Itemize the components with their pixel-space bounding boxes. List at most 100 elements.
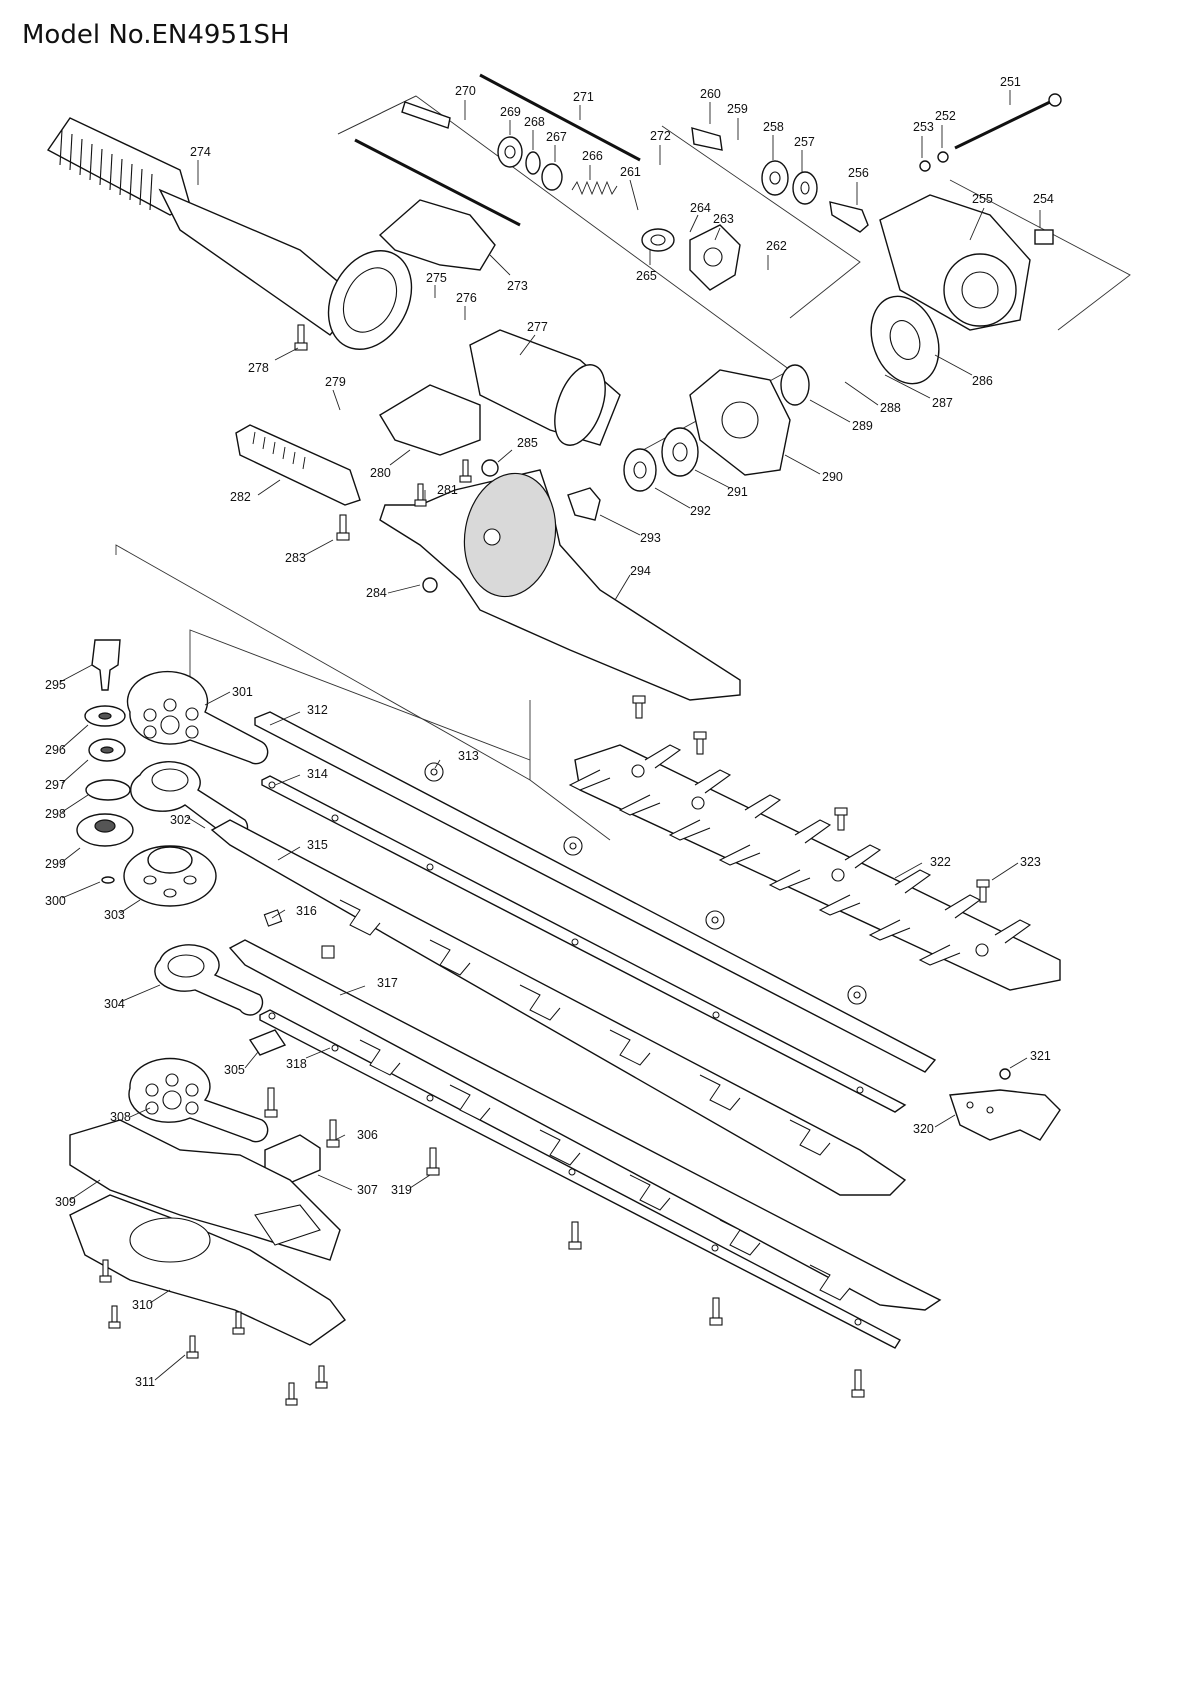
screw xyxy=(851,1369,865,1398)
part-number-297: 297 xyxy=(45,778,66,792)
part-number-261: 261 xyxy=(620,165,641,179)
part-number-301: 301 xyxy=(232,685,253,699)
part-number-322: 322 xyxy=(930,855,951,869)
part-number-287: 287 xyxy=(932,396,953,410)
part-number-320: 320 xyxy=(913,1122,934,1136)
part-number-314: 314 xyxy=(307,767,328,781)
part-number-292: 292 xyxy=(690,504,711,518)
part-number-255: 255 xyxy=(972,192,993,206)
part-number-257: 257 xyxy=(794,135,815,149)
nut xyxy=(847,985,867,1005)
part-number-317: 317 xyxy=(377,976,398,990)
part-number-259: 259 xyxy=(727,102,748,116)
part-number-298: 298 xyxy=(45,807,66,821)
part-number-283: 283 xyxy=(285,551,306,565)
part-number-303: 303 xyxy=(104,908,125,922)
part-number-265: 265 xyxy=(636,269,657,283)
part-labels: 251 252 253 254 255 256 257 258 259 260 … xyxy=(45,75,1054,1389)
part-number-263: 263 xyxy=(713,212,734,226)
part-number-304: 304 xyxy=(104,997,125,1011)
part-number-313: 313 xyxy=(458,749,479,763)
part-number-258: 258 xyxy=(763,120,784,134)
screw xyxy=(285,1382,298,1406)
part-number-253: 253 xyxy=(913,120,934,134)
part-number-289: 289 xyxy=(852,419,873,433)
part-number-311: 311 xyxy=(135,1375,155,1389)
part-number-282: 282 xyxy=(230,490,251,504)
fasteners xyxy=(99,324,990,1406)
screw xyxy=(709,1297,723,1326)
part-number-278: 278 xyxy=(248,361,269,375)
screw xyxy=(99,1259,112,1283)
part-number-294: 294 xyxy=(630,564,651,578)
blade-end-tip xyxy=(949,1068,1061,1141)
handle-assembly xyxy=(46,73,641,506)
screw xyxy=(232,1311,245,1335)
part-number-264: 264 xyxy=(690,201,711,215)
blade-set xyxy=(210,711,942,1349)
screw xyxy=(568,1221,582,1250)
part-number-267: 267 xyxy=(546,130,567,144)
part-number-290: 290 xyxy=(822,470,843,484)
part-number-280: 280 xyxy=(370,466,391,480)
screw xyxy=(264,1087,278,1118)
part-number-312: 312 xyxy=(307,703,328,717)
screw xyxy=(294,324,308,351)
part-number-315: 315 xyxy=(307,838,328,852)
screw xyxy=(326,1119,340,1148)
part-number-307: 307 xyxy=(357,1183,378,1197)
gear-head xyxy=(497,93,1062,521)
part-number-306: 306 xyxy=(357,1128,378,1142)
screw xyxy=(108,1305,121,1329)
part-number-256: 256 xyxy=(848,166,869,180)
part-number-316: 316 xyxy=(296,904,317,918)
part-number-260: 260 xyxy=(700,87,721,101)
screw xyxy=(336,514,350,541)
screw xyxy=(315,1365,328,1389)
part-number-319: 319 xyxy=(391,1183,412,1197)
page-title: Model No.EN4951SH xyxy=(22,20,290,50)
part-number-279: 279 xyxy=(325,375,346,389)
part-number-300: 300 xyxy=(45,894,66,908)
screw xyxy=(459,459,472,483)
part-number-318: 318 xyxy=(286,1057,307,1071)
screw xyxy=(426,1147,440,1176)
part-number-284: 284 xyxy=(366,586,387,600)
part-number-309: 309 xyxy=(55,1195,76,1209)
screw xyxy=(186,1335,199,1359)
part-number-276: 276 xyxy=(456,291,477,305)
part-number-288: 288 xyxy=(880,401,901,415)
part-number-277: 277 xyxy=(527,320,548,334)
nut xyxy=(705,910,725,930)
part-number-296: 296 xyxy=(45,743,66,757)
part-number-273: 273 xyxy=(507,279,528,293)
screw xyxy=(976,879,990,903)
part-number-310: 310 xyxy=(132,1298,153,1312)
part-number-271: 271 xyxy=(573,90,594,104)
part-number-251: 251 xyxy=(1000,75,1021,89)
part-number-291: 291 xyxy=(727,485,748,499)
part-number-299: 299 xyxy=(45,857,66,871)
part-number-275: 275 xyxy=(426,271,447,285)
gear-case xyxy=(379,459,741,701)
part-number-269: 269 xyxy=(500,105,521,119)
part-number-274: 274 xyxy=(190,145,211,159)
blade-guard xyxy=(568,744,1061,991)
part-number-252: 252 xyxy=(935,109,956,123)
part-number-272: 272 xyxy=(650,129,671,143)
part-number-302: 302 xyxy=(170,813,191,827)
part-number-305: 305 xyxy=(224,1063,245,1077)
part-number-268: 268 xyxy=(524,115,545,129)
part-number-323: 323 xyxy=(1020,855,1041,869)
nut xyxy=(563,836,583,856)
part-number-295: 295 xyxy=(45,678,66,692)
screw xyxy=(632,695,646,719)
part-number-286: 286 xyxy=(972,374,993,388)
crank-assembly xyxy=(69,639,346,1346)
part-number-254: 254 xyxy=(1033,192,1054,206)
part-number-270: 270 xyxy=(455,84,476,98)
part-number-321: 321 xyxy=(1030,1049,1051,1063)
part-number-308: 308 xyxy=(110,1110,131,1124)
screw xyxy=(414,483,427,507)
